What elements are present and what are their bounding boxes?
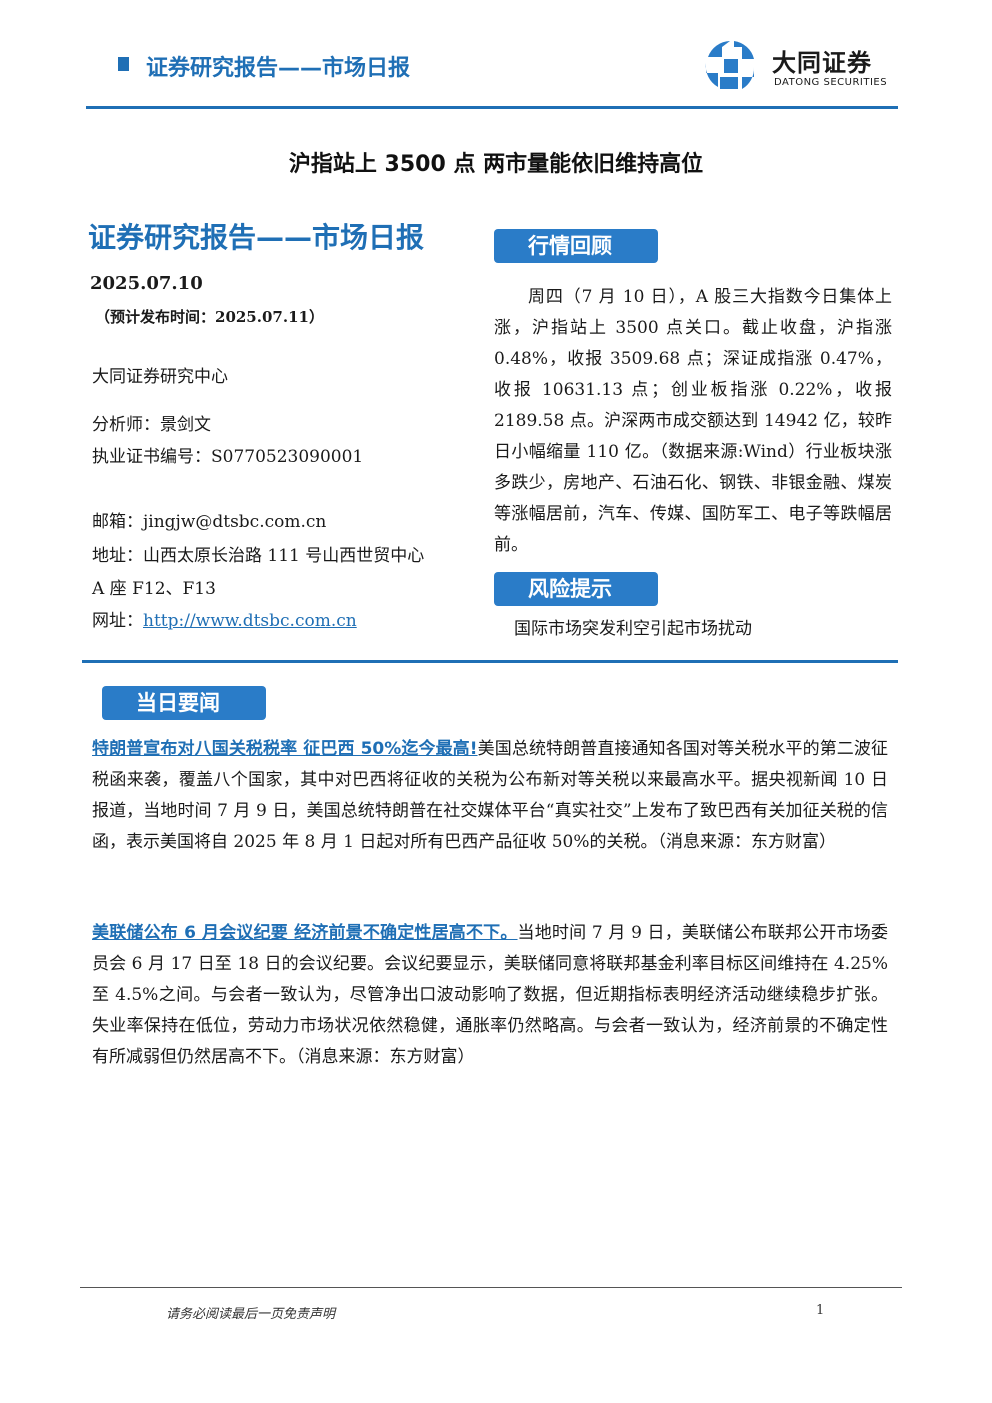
website-link[interactable]: http://www.dtsbc.com.cn [143,611,357,631]
license-number: 执业证书编号：S0770523090001 [92,447,364,467]
risk-text: 国际市场突发利空引起市场扰动 [514,619,752,639]
footer-disclaimer: 请务必阅读最后一页免责声明 [166,1307,336,1322]
report-date: 2025.07.10 [90,273,203,294]
logo-english-name: DATONG SECURITIES [774,77,888,88]
risk-label: 风险提示 [494,572,658,606]
publish-note: （预计发布时间：2025.07.11） [95,308,324,326]
website-label: 网址： [92,611,143,631]
header-square-mark [118,57,129,71]
news-label: 当日要闻 [102,686,266,720]
datong-logo-icon [705,41,755,89]
section-divider [82,660,898,663]
news-item: 美联储公布 6 月会议纪要 经济前景不确定性居高不下。当地时间 7 月 9 日，… [92,918,888,1073]
analyst: 分析师：景剑文 [92,415,211,435]
report-title: 沪指站上 3500 点 两市量能依旧维持高位 [288,152,704,177]
datong-logo: 大同证券 DATONG SECURITIES [700,37,910,93]
website: 网址：http://www.dtsbc.com.cn [92,606,357,631]
header-series-title: 证券研究报告——市场日报 [146,56,411,81]
news-body: 美国总统特朗普直接通知各国对等关税水平的第二波征税函来袭，覆盖八个国家，其中对巴… [92,739,889,852]
market-review-text: 周四（7 月 10 日），A 股三大指数今日集体上涨，沪指站上 3500 点关口… [494,287,892,555]
logo-name: 大同证券 [772,49,872,77]
email: 邮箱：jingjw@dtsbc.com.cn [92,512,327,532]
news-headline[interactable]: 特朗普宣布对八国关税税率 征巴西 50%迄今最高! [92,739,478,759]
news-item: 特朗普宣布对八国关税税率 征巴西 50%迄今最高!美国总统特朗普直接通知各国对等… [92,734,888,858]
header-divider [86,106,898,109]
report-series-title: 证券研究报告——市场日报 [88,221,425,254]
page-number: 1 [816,1303,825,1318]
news-headline[interactable]: 美联储公布 6 月会议纪要 经济前景不确定性居高不下。 [92,923,518,943]
news-body: 当地时间 7 月 9 日，美联储公布联邦公开市场委员会 6 月 17 日至 18… [92,923,888,1067]
address-line-1: 地址：山西太原长治路 111 号山西世贸中心 [92,546,425,566]
market-review-label: 行情回顾 [494,229,658,263]
footer-divider [80,1287,902,1288]
research-center: 大同证券研究中心 [92,367,228,387]
address-line-2: A 座 F12、F13 [92,579,216,599]
